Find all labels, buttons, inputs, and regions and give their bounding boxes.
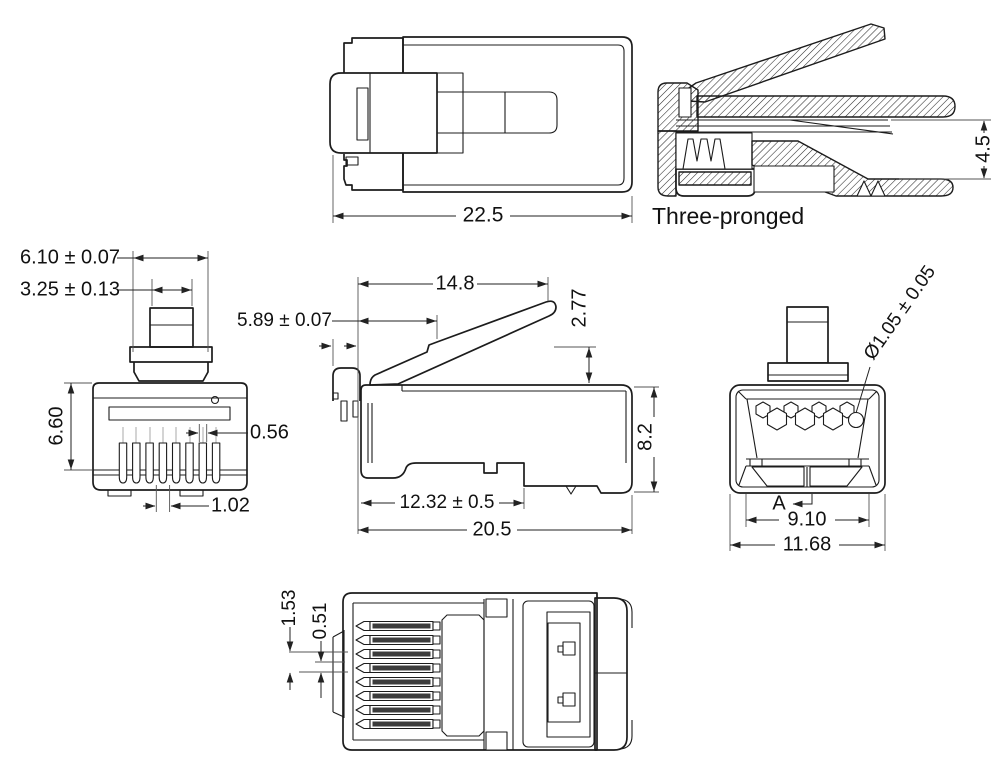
latch-lever-section bbox=[685, 23, 886, 103]
dim-front-latch-base-width: 6.10 ± 0.07 bbox=[20, 246, 120, 268]
dim-front-contact-width: 0.56 bbox=[250, 421, 289, 443]
dim-rear-cavity-width: 9.10 bbox=[788, 508, 827, 530]
section-caption: Three-pronged bbox=[652, 203, 804, 229]
dim-side-latch-front-offset: 5.89 ± 0.07 bbox=[237, 310, 332, 331]
dim-rear-wire-hole-diameter: Ø1.05 ± 0.05 bbox=[860, 262, 940, 364]
dim-side-overall-length: 20.5 bbox=[473, 518, 512, 540]
three-prong-contact bbox=[682, 138, 726, 170]
dim-side-housing-height: 8.2 bbox=[634, 423, 656, 451]
front-view: 6.10 ± 0.07 3.25 ± 0.13 6.60 0.56 1.02 bbox=[20, 246, 289, 516]
dim-side-crimp-length: 12.32 ± 0.5 bbox=[400, 492, 495, 513]
section-view: 4.5 Three-pronged bbox=[652, 23, 994, 229]
wire-hole bbox=[847, 411, 865, 429]
dim-bottom-contact-row-pitch: 1.53 bbox=[279, 590, 300, 627]
rear-view: Ø1.05 ± 0.05 A 9.10 11.68 bbox=[729, 262, 940, 555]
bottom-view: 1.53 0.51 bbox=[279, 590, 633, 751]
dim-bottom-contact-slot-width: 0.51 bbox=[310, 603, 331, 640]
dim-front-housing-height: 6.60 bbox=[45, 407, 67, 446]
dim-section-opening-height: 4.5 bbox=[972, 135, 994, 163]
side-view: 14.8 5.89 ± 0.07 2.77 8.2 12.32 ± 0.5 bbox=[237, 272, 659, 540]
dim-side-latch-rise-height: 2.77 bbox=[568, 289, 590, 328]
top-view: 22.5 bbox=[329, 36, 633, 227]
dim-rear-overall-width: 11.68 bbox=[783, 533, 832, 555]
dim-front-contact-pitch: 1.02 bbox=[211, 494, 250, 516]
dim-front-latch-stem-width: 3.25 ± 0.13 bbox=[20, 278, 120, 300]
dim-side-latch-length: 14.8 bbox=[436, 272, 475, 294]
dim-top-overall-length: 22.5 bbox=[463, 204, 504, 227]
bottom-contacts bbox=[355, 620, 441, 730]
section-marker-label: A bbox=[772, 492, 786, 514]
